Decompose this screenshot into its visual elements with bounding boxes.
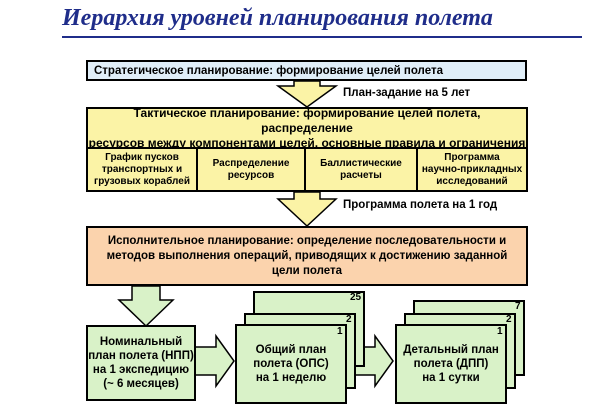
detailed-line: на 1 сутки bbox=[422, 372, 480, 384]
arrow-nominal-to-general bbox=[194, 333, 235, 389]
arrow-strategic-to-tactical bbox=[275, 80, 339, 108]
executive-line2: методов выполнения операций, приводящих … bbox=[106, 249, 508, 262]
tactical-item-line: грузовых кораблей bbox=[94, 175, 190, 187]
arrow2-label: Программа полета на 1 год bbox=[343, 199, 498, 211]
strategic-planning-box: Стратегическое планирование: формировани… bbox=[86, 60, 527, 81]
tactical-item-launch-schedule: График пусков транспортных и грузовых ко… bbox=[86, 147, 198, 192]
tactical-item-ballistics: Баллистические расчеты bbox=[304, 147, 418, 192]
executive-planning-box: Исполнительное планирование: определение… bbox=[86, 226, 528, 286]
general-sheet-number: 2 bbox=[346, 314, 352, 325]
arrow-executive-to-nominal bbox=[117, 285, 175, 328]
arrow1-label: План-задание на 5 лет bbox=[343, 87, 471, 99]
tactical-item-resources: Распределение ресурсов bbox=[196, 147, 306, 192]
detailed-sheet-number: 2 bbox=[506, 314, 512, 325]
detailed-line: полета (ДПП) bbox=[413, 358, 489, 370]
detailed-sheet-number: 7 bbox=[515, 301, 521, 312]
general-plan-box: Общий план полета (ОПС) на 1 неделю bbox=[235, 324, 347, 404]
tactical-line1: Тактическое планирование: формирование ц… bbox=[133, 105, 481, 135]
arrow-tactical-to-executive bbox=[276, 191, 338, 228]
nominal-line: Номинальный bbox=[99, 336, 183, 348]
strategic-planning-text: Стратегическое планирование: формировани… bbox=[94, 64, 443, 77]
tactical-line2: ресурсов между компонентами целей, основ… bbox=[88, 135, 526, 150]
tactical-item-line: Программа bbox=[444, 151, 500, 163]
detailed-line: Детальный план bbox=[403, 344, 499, 356]
detailed-sheet-number: 1 bbox=[497, 326, 503, 337]
general-line: Общий план bbox=[255, 344, 327, 356]
general-sheet-number: 25 bbox=[350, 292, 362, 303]
nominal-line: (~ 6 месяцев) bbox=[103, 378, 179, 390]
tactical-item-line: Баллистические bbox=[320, 157, 402, 169]
general-sheet-number: 1 bbox=[337, 326, 343, 337]
tactical-item-line: График пусков bbox=[105, 151, 179, 163]
tactical-item-line: Распределение bbox=[212, 157, 290, 169]
page-title: Иерархия уровней планирования полета bbox=[62, 5, 493, 31]
title-underline bbox=[62, 36, 582, 38]
general-line: на 1 неделю bbox=[255, 372, 327, 384]
executive-line1: Исполнительное планирование: определение… bbox=[107, 234, 507, 247]
nominal-plan-box: Номинальный план полета (НПП) на 1 экспе… bbox=[86, 325, 196, 401]
tactical-planning-box: Тактическое планирование: формирование ц… bbox=[86, 105, 528, 150]
detailed-plan-box: Детальный план полета (ДПП) на 1 сутки bbox=[395, 324, 507, 404]
tactical-item-line: ресурсов bbox=[227, 169, 275, 181]
tactical-item-line: научно-прикладных bbox=[421, 163, 523, 175]
tactical-item-line: расчеты bbox=[340, 169, 382, 181]
tactical-item-research-program: Программа научно-прикладных исследований bbox=[416, 147, 528, 192]
tactical-item-line: исследований bbox=[436, 175, 508, 187]
general-line: полета (ОПС) bbox=[253, 358, 329, 370]
nominal-line: план полета (НПП) bbox=[88, 350, 194, 362]
nominal-line: на 1 экспедицию bbox=[92, 364, 190, 376]
executive-line3: цели полета bbox=[271, 264, 343, 277]
tactical-item-line: транспортных и bbox=[101, 163, 183, 175]
